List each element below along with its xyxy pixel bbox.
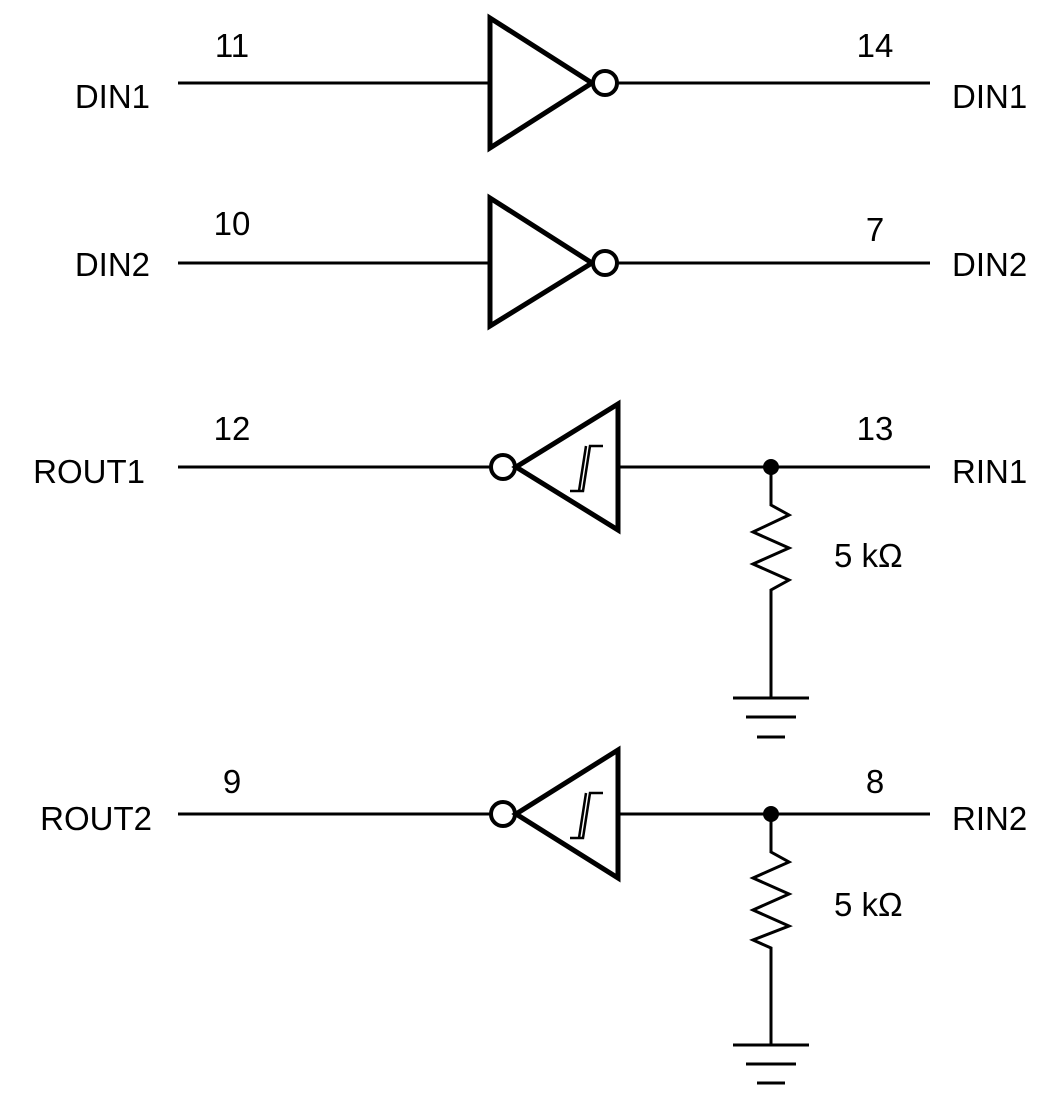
receiver-2-input-label: RIN2: [952, 800, 1027, 837]
inverter-triangle: [487, 13, 597, 153]
hysteresis-icon: [570, 444, 603, 493]
ground-icon: [733, 1043, 809, 1085]
receiver-1-input-pin: 13: [857, 410, 894, 447]
inverter-triangle: [487, 193, 597, 331]
receiver-1-resistor-value: 5 kΩ: [834, 537, 903, 574]
driver-1-input-pin: 11: [215, 27, 249, 64]
inverter-bubble: [591, 69, 619, 97]
driver-1: DIN1 11 14 DIN1: [75, 13, 1027, 153]
receiver-2: ROUT2 9 8 RIN2 5 kΩ: [40, 745, 1027, 1085]
driver-2: DIN2 10 7 DIN2: [75, 193, 1027, 331]
inverter-bubble: [591, 249, 619, 277]
receiver-2-resistor-value: 5 kΩ: [834, 886, 903, 923]
receiver-1-input-label: RIN1: [952, 453, 1027, 490]
ground-icon: [733, 696, 809, 739]
driver-2-output-label: DIN2: [952, 246, 1027, 283]
driver-1-input-label: DIN1: [75, 78, 150, 115]
driver-2-input-pin: 10: [214, 205, 251, 242]
driver-1-output-pin: 14: [857, 27, 894, 64]
driver-1-output-label: DIN1: [952, 78, 1027, 115]
driver-2-input-label: DIN2: [75, 246, 150, 283]
schmitt-trigger-triangle: [511, 399, 621, 535]
receiver-1-output-pin: 12: [214, 410, 251, 447]
receiver-1-output-label: ROUT1: [33, 453, 145, 490]
receiver-2-input-pin: 8: [866, 763, 884, 800]
hysteresis-icon: [570, 791, 603, 840]
receiver-1: ROUT1 12 13 RIN1 5 kΩ: [33, 399, 1027, 739]
resistor-symbol: [749, 467, 793, 698]
schmitt-trigger-triangle: [511, 745, 621, 883]
resistor-symbol: [749, 814, 793, 1045]
receiver-2-output-label: ROUT2: [40, 800, 152, 837]
driver-2-output-pin: 7: [866, 211, 884, 248]
receiver-2-output-pin: 9: [223, 763, 241, 800]
